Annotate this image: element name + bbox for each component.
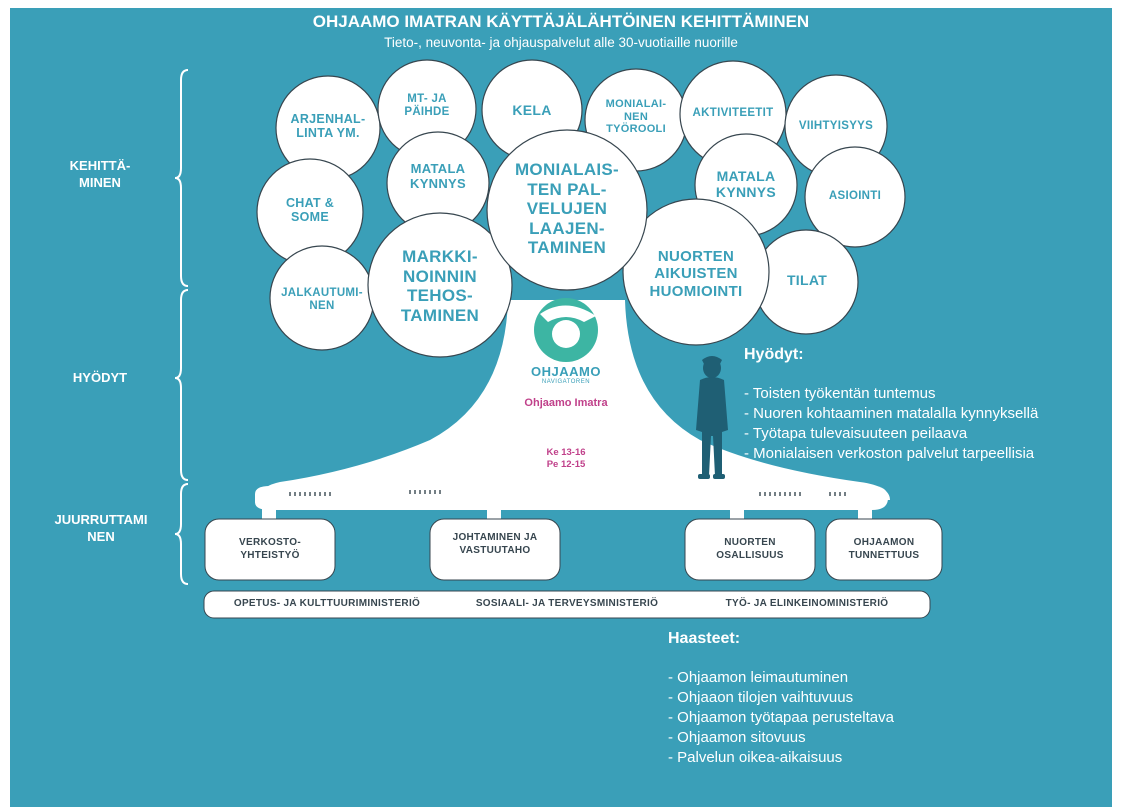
page-title: OHJAAMO IMATRAN KÄYTTÄJÄLÄHTÖINEN KEHITT…: [312, 12, 810, 31]
cloud-markkinoinnin: [367, 212, 513, 358]
leaf-label-monialaisten: MONIALAIS- TEN PAL- VELUJEN LAAJEN- TAMI…: [514, 160, 620, 258]
challenge-item: - Ohjaamon työtapaa perusteltava: [668, 709, 894, 726]
root-label-verkostoyhteistyo: VERKOSTO- YHTEISTYÖ: [239, 537, 301, 561]
challenges-list: - Ohjaamon leimautuminen - Ohjaaon tiloj…: [668, 668, 894, 768]
challenge-item: - Ohjaamon sitovuus: [668, 729, 806, 746]
root-label-ohjaamon-tunnettuus: OHJAAMON TUNNETTUUS: [848, 537, 920, 561]
root-stem-4: [858, 500, 872, 524]
leaf-label-aktiviteetit: AKTIVITEETIT: [692, 107, 774, 119]
leaf-label-viihtyisyys: VIIHTYISYYS: [798, 120, 874, 132]
ministries-bar: [203, 590, 931, 619]
root-bar: [255, 486, 888, 510]
root-box-nuorten-osallisuus: [684, 518, 816, 581]
root-stem-3: [730, 500, 744, 524]
logo-subtext: NAVIGATOREN: [541, 379, 591, 385]
page-subtitle: Tieto-, neuvonta- ja ohjauspalvelut alle…: [384, 35, 738, 50]
root-boxes: [204, 518, 943, 581]
leaf-label-monialainen-tyorooli: MONIALAI- NEN TYÖROOLI: [605, 98, 667, 136]
challenge-item: - Palvelun oikea-aikaisuus: [668, 749, 843, 766]
brace-kehittaminen: [174, 69, 189, 287]
ohjaamo-logo-icon: [534, 298, 598, 362]
logo-text: OHJAAMO: [531, 364, 601, 379]
brace-juurruttaminen: [174, 483, 189, 585]
section-label-kehittaminen: KEHITTÄ- MINEN: [69, 158, 131, 190]
section-label-hyodyt: HYÖDYT: [72, 370, 128, 385]
challenge-item: - Ohjaaon tilojen vaihtuvuus: [668, 689, 854, 706]
location-label: Ohjaamo Imatra: [524, 397, 608, 409]
benefits-heading: Hyödyt:: [744, 346, 804, 363]
challenge-item: - Ohjaamon leimautuminen: [668, 669, 849, 686]
root-texture: [289, 490, 846, 496]
root-label-nuorten-osallisuus: NUORTEN OSALLISUUS: [716, 537, 784, 561]
ministry-label: SOSIAALI- JA TERVEYSMINISTERIÖ: [475, 598, 659, 609]
leaf-label-tilat: TILAT: [786, 272, 828, 288]
leaf-label-kela: KELA: [512, 102, 552, 118]
leaf-label-asiointi: ASIOINTI: [828, 190, 882, 202]
section-label-juurruttaminen: JUURRUTTAMI NEN: [54, 512, 148, 544]
tree-trunk: [262, 300, 890, 500]
root-stem-1: [262, 500, 276, 524]
person-figure: [696, 356, 728, 479]
leaf-clouds: [256, 59, 906, 358]
leaf-label-jalkautuminen: JALKAUTUMI- NEN: [281, 287, 363, 313]
leaf-label-markkinoinnin: MARKKI- NOINNIN TEHOS- TAMINEN: [400, 247, 480, 325]
benefits-list: - Toisten työkentän tuntemus - Nuoren ko…: [744, 384, 1038, 464]
leaf-label-matala-right: MATALA KYNNYS: [715, 168, 777, 201]
cloud-nuorten-aikuisten: [622, 198, 770, 346]
benefit-item: - Toisten työkentän tuntemus: [744, 385, 936, 402]
section-braces: [174, 69, 189, 585]
root-stems: [262, 500, 872, 524]
benefit-item: - Nuoren kohtaaminen matalalla kynnyksel…: [744, 405, 1039, 422]
root-box-johtaminen: [429, 518, 561, 581]
root-box-verkostoyhteistyo: [204, 518, 336, 581]
ministry-label: OPETUS- JA KULTTUURIMINISTERIÖ: [233, 598, 421, 609]
root-stem-2: [487, 500, 501, 524]
root-box-ohjaamon-tunnettuus: [825, 518, 943, 581]
challenges-heading: Haasteet:: [668, 630, 741, 647]
opening-hours: Ke 13-16 Pe 12-15: [546, 447, 586, 470]
root-label-johtaminen: JOHTAMINEN JA VASTUUTAHO: [452, 532, 538, 556]
leaf-label-chat-some: CHAT & SOME: [285, 196, 335, 225]
leaf-label-matala-left: MATALA KYNNYS: [410, 161, 466, 191]
leaf-label-nuorten-aikuisten: NUORTEN AIKUISTEN HUOMIOINTI: [649, 248, 743, 300]
cloud-asiointi: [804, 146, 906, 248]
leaf-label-arjenhallinta: ARJENHAL- LINTA YM.: [290, 112, 366, 141]
brace-hyodyt: [174, 289, 189, 481]
benefit-item: - Työtapa tulevaisuuteen peilaava: [744, 425, 968, 442]
leaf-label-mtjapaihde: MT- JA PÄIHDE: [404, 93, 450, 119]
benefit-item: - Monialaisen verkoston palvelut tarpeel…: [744, 445, 1035, 462]
ministry-label: TYÖ- JA ELINKEINOMINISTERIÖ: [725, 598, 889, 609]
cloud-monialaisten: [486, 129, 648, 291]
